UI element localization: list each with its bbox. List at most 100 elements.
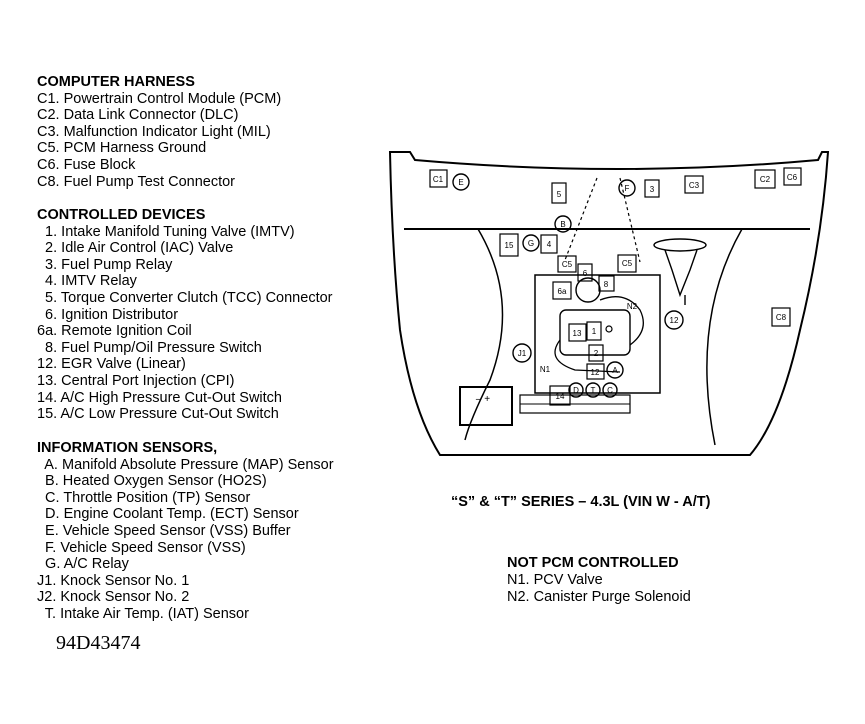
diagram-label-6a: 6a: [558, 287, 567, 296]
legend-item: J2. Knock Sensor No. 2: [37, 589, 190, 606]
diagram-label-c5b: C5: [622, 259, 633, 268]
legend-item: N2. Canister Purge Solenoid: [507, 589, 691, 605]
legend-item: C5. PCM Harness Ground: [37, 140, 207, 157]
legend-item: A. Manifold Absolute Pressure (MAP) Sens…: [37, 456, 334, 473]
sensor-circle-d: [568, 382, 584, 398]
component-box-6a: [552, 281, 572, 300]
legend-item: 15. A/C Low Pressure Cut-Out Switch: [37, 406, 279, 423]
diagram-label-8: 8: [604, 280, 609, 289]
legend-item: T. Intake Air Temp. (IAT) Sensor: [37, 605, 249, 622]
intake-plenum: [559, 309, 631, 356]
diagram-label-4: 4: [547, 240, 552, 249]
legend-item: F. Vehicle Speed Sensor (VSS): [37, 539, 246, 556]
sensor-circle-c: [602, 382, 618, 398]
sensor-circle-12: [664, 310, 684, 330]
component-box-3: [644, 179, 660, 198]
diagram-label-e: E: [458, 178, 463, 187]
component-box-c5a: [557, 255, 577, 273]
information-sensors-heading: INFORMATION SENSORS,: [37, 440, 218, 456]
component-box-1: [586, 321, 602, 341]
battery-terminals: – +: [476, 394, 490, 405]
legend-item: 4. IMTV Relay: [37, 273, 137, 290]
dashed-line: [564, 177, 598, 261]
sensor-circle-a: [606, 361, 624, 379]
diagram-label-n2: N2: [627, 302, 638, 311]
air-cleaner-top: [653, 238, 707, 252]
computer-harness-section: COMPUTER HARNESS C1. Powertrain Control …: [37, 74, 281, 190]
diagram-label-3: 3: [650, 185, 655, 194]
component-box-6: [577, 263, 593, 282]
not-pcm-controlled-heading: NOT PCM CONTROLLED: [507, 555, 679, 571]
component-box-14: [549, 385, 571, 406]
engine-bay-outline: [388, 151, 830, 456]
diagram-label-2: 2: [594, 349, 599, 358]
legend-item: 13. Central Port Injection (CPI): [37, 372, 235, 389]
diagram-label-15: 15: [505, 241, 514, 250]
hose: [599, 296, 644, 346]
diagram-label-c5a: C5: [562, 260, 573, 269]
legend-item: D. Engine Coolant Temp. (ECT) Sensor: [37, 506, 299, 523]
diagram-label-a: A: [612, 366, 618, 375]
legend-item: 8. Fuel Pump/Oil Pressure Switch: [37, 339, 262, 356]
diagram-label-f: F: [625, 184, 630, 193]
legend-item: J1. Knock Sensor No. 1: [37, 572, 190, 589]
diagram-label-b: B: [560, 220, 565, 229]
legend-item: B. Heated Oxygen Sensor (HO2S): [37, 473, 267, 490]
component-box-8: [598, 275, 615, 292]
diagram-label-5: 5: [557, 190, 562, 199]
dashed-line: [619, 177, 641, 263]
component-box-c6: [783, 167, 802, 186]
diagram-label-12-circle: 12: [670, 316, 679, 325]
component-box-5: [551, 182, 567, 204]
sensor-circle-j1: [512, 343, 532, 363]
diagram-label-14: 14: [556, 392, 565, 401]
diagram-label-n1: N1: [540, 365, 551, 374]
legend-item: N1. PCV Valve: [507, 572, 603, 588]
legend-item: C3. Malfunction Indicator Light (MIL): [37, 123, 271, 140]
component-box-c1: [429, 169, 448, 188]
diagram-label-c3: C3: [689, 181, 700, 190]
diagram-label-g: G: [528, 239, 534, 248]
hose: [554, 339, 621, 373]
battery: [459, 386, 513, 426]
legend-item: C. Throttle Position (TP) Sensor: [37, 489, 251, 506]
legend-item: C6. Fuse Block: [37, 156, 136, 173]
distributor-cap: [575, 277, 601, 303]
legend-item: 1. Intake Manifold Tuning Valve (IMTV): [37, 223, 295, 240]
component-box-c2: [754, 169, 776, 189]
component-box-13: [568, 323, 587, 342]
component-box-c3: [684, 175, 704, 194]
legend-item: G. A/C Relay: [37, 556, 129, 573]
information-sensors-section: INFORMATION SENSORS, A. Manifold Absolut…: [37, 440, 334, 623]
engine-block: [534, 274, 661, 394]
legend-item: C1. Powertrain Control Module (PCM): [37, 90, 282, 107]
diagram-label-c6: C6: [787, 173, 798, 182]
legend-item: 14. A/C High Pressure Cut-Out Switch: [37, 389, 282, 406]
component-box-4: [540, 234, 558, 254]
legend-item: C8. Fuel Pump Test Connector: [37, 173, 235, 190]
diagram-label-c: C: [607, 386, 613, 395]
diagram-label-d: D: [573, 386, 579, 395]
component-box-c8: [771, 307, 791, 327]
legend-item: C2. Data Link Connector (DLC): [37, 107, 239, 124]
legend-item: 3. Fuel Pump Relay: [37, 256, 173, 273]
diagram-label-12b: 12: [591, 368, 600, 377]
sensor-circle-f: [618, 179, 636, 197]
not-pcm-controlled-section: NOT PCM CONTROLLED N1. PCV Valve N2. Can…: [507, 555, 691, 606]
component-box-15: [499, 233, 519, 257]
component-box-12b: [586, 363, 605, 380]
legend-item: 12. EGR Valve (Linear): [37, 356, 186, 373]
diagram-label-c1: C1: [433, 175, 444, 184]
air-cleaner-body: [664, 249, 698, 298]
sensor-circle-b: [554, 215, 572, 233]
right-fender-curve: [706, 228, 743, 446]
left-fender-curve: [464, 228, 504, 441]
legend-item: E. Vehicle Speed Sensor (VSS) Buffer: [37, 522, 291, 539]
iac-circle: [605, 325, 613, 333]
diagram-label-13: 13: [573, 329, 582, 338]
legend-item: 6. Ignition Distributor: [37, 306, 179, 323]
controlled-devices-heading: CONTROLLED DEVICES: [37, 207, 206, 223]
diagram-label-c8: C8: [776, 313, 787, 322]
figure-code: 94D43474: [56, 632, 141, 654]
legend-item: 2. Idle Air Control (IAC) Valve: [37, 240, 234, 257]
